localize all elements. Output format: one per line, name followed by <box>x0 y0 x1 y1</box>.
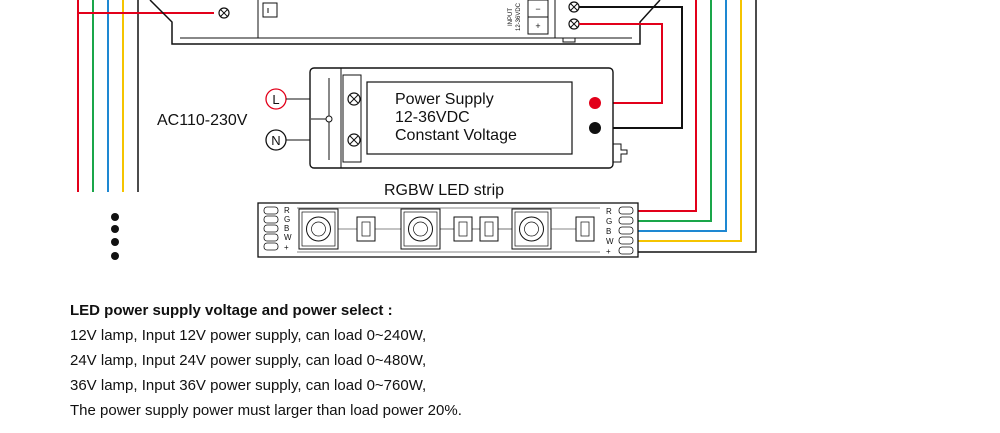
power-supply-label-panel <box>366 81 573 155</box>
controller-input-label-line1: INPUT <box>508 8 514 26</box>
controller-input-label: INPUT 12-36VDC <box>508 2 522 31</box>
resistor-icon <box>453 216 473 242</box>
wire-red-right <box>636 0 697 212</box>
ac-live-screw-icon <box>347 92 361 106</box>
wire-yellow-right <box>636 0 742 242</box>
left-pin-g: G <box>284 215 290 224</box>
note-line: 24V lamp, Input 24V power supply, can lo… <box>70 352 427 369</box>
left-pin-r: R <box>284 206 290 215</box>
controller-minus-label: − <box>535 4 540 14</box>
dot <box>111 213 119 221</box>
right-pin-b: B <box>606 227 611 236</box>
controller-small-square <box>262 2 278 18</box>
wire-black-dc <box>579 6 683 129</box>
left-pin-w: W <box>284 233 292 242</box>
led-chip-icon <box>298 208 339 250</box>
led-chip-icon <box>400 208 441 250</box>
power-supply: Power Supply 12-36VDC Constant Voltage <box>309 67 628 169</box>
right-output-wires <box>636 0 757 253</box>
note-line: 12V lamp, Input 12V power supply, can lo… <box>70 327 427 344</box>
dot <box>111 252 119 260</box>
ac-neutral-screw-icon <box>347 133 361 147</box>
led-strip: RGBW LED strip R G B W + R G B W + <box>257 182 639 258</box>
dot <box>111 225 119 233</box>
right-pin-w: W <box>606 237 614 246</box>
left-solder-pads <box>263 206 279 251</box>
led-strip-title: RGBW LED strip <box>384 182 504 199</box>
controller-body <box>149 0 661 45</box>
controller-bottom-tab <box>562 37 576 43</box>
right-pin-r: R <box>606 207 612 216</box>
controller-plus-label: + <box>535 21 540 31</box>
right-pin-plus: + <box>606 247 611 256</box>
dc-negative-output-icon <box>589 122 601 134</box>
neutral-terminal-label: N <box>271 133 280 148</box>
controller-input-label-line2: 12-36VDC <box>516 2 522 31</box>
note-line: 36V lamp, Input 36V power supply, can lo… <box>70 377 427 394</box>
power-supply-label-line1: Power Supply <box>395 91 494 108</box>
power-select-notes: LED power supply voltage and power selec… <box>70 298 970 423</box>
power-supply-label-line3: Constant Voltage <box>395 127 517 144</box>
live-terminal-label: L <box>272 92 279 107</box>
left-screw-icon <box>218 7 230 19</box>
resistor-icon <box>575 216 595 242</box>
left-pin-plus: + <box>284 243 289 252</box>
dc-supply-wires <box>579 6 683 129</box>
dc-positive-output-icon <box>589 97 601 109</box>
continuation-dots <box>111 213 119 260</box>
note-line: The power supply power must larger than … <box>70 402 462 419</box>
wiring-diagram: − + INPUT 12-36VDC AC110-230V <box>77 0 757 260</box>
power-supply-ground-node <box>325 115 333 123</box>
input-screw-icon-bottom <box>568 18 580 30</box>
dot <box>111 238 119 246</box>
led-chip-icon <box>511 208 552 250</box>
power-supply-label-line2: 12-36VDC <box>395 109 470 126</box>
resistor-icon <box>479 216 499 242</box>
wire-red-dc <box>579 23 663 104</box>
notes-title: LED power supply voltage and power selec… <box>70 302 393 319</box>
left-output-wires <box>77 0 214 192</box>
wire-blue-right <box>636 0 727 232</box>
wire-black-right <box>636 0 757 253</box>
right-pin-g: G <box>606 217 612 226</box>
wire-green-right <box>636 0 712 222</box>
input-screw-icon-top <box>568 1 580 13</box>
left-pin-b: B <box>284 224 289 233</box>
power-supply-cable-bracket <box>613 143 628 163</box>
resistor-icon <box>356 216 376 242</box>
power-supply-terminal-cover <box>342 74 362 163</box>
right-solder-pads <box>618 206 634 255</box>
ac-voltage-label: AC110-230V <box>157 112 248 129</box>
